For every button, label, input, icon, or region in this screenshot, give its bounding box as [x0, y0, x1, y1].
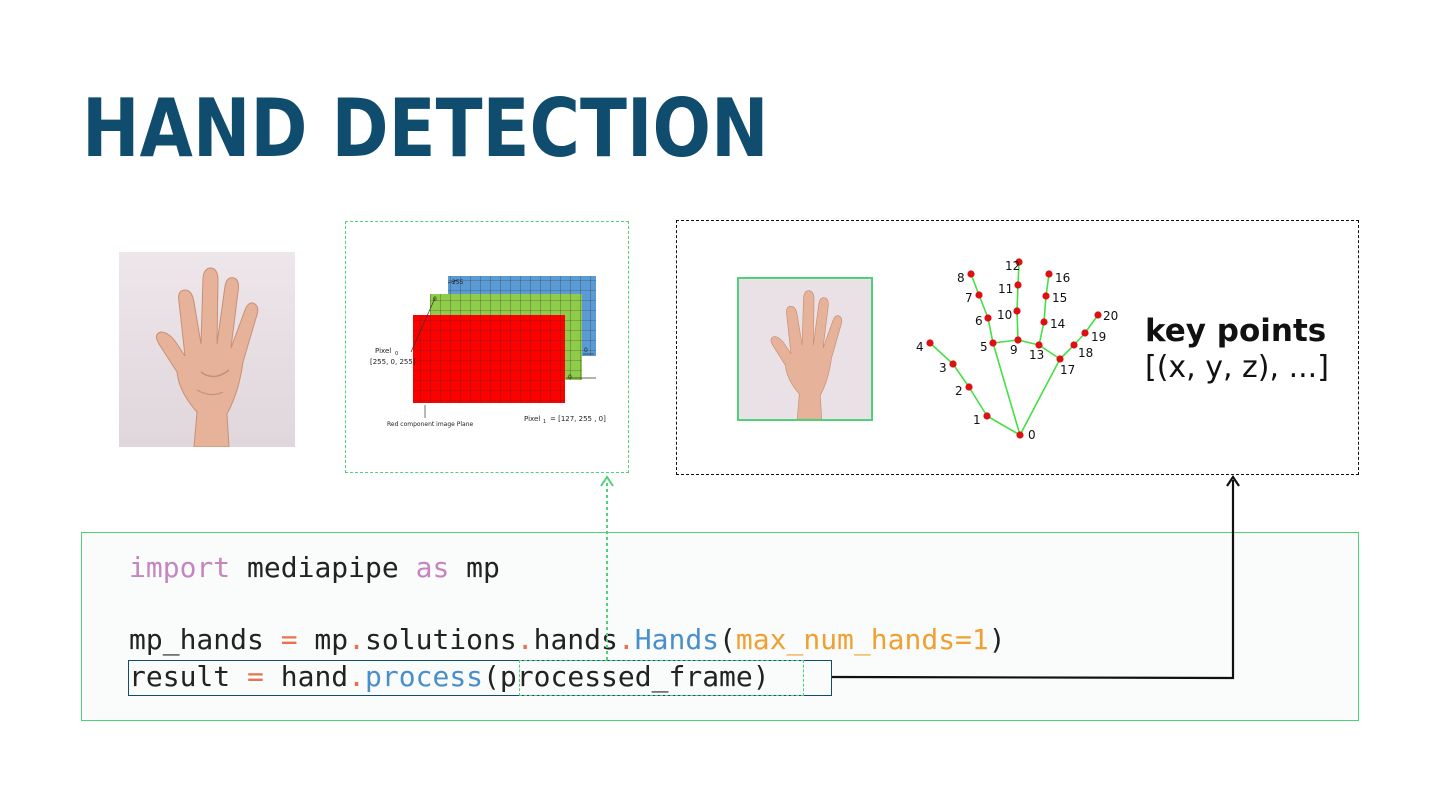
attr-hands: hands: [533, 623, 618, 656]
keypoints-title: key points: [1145, 313, 1327, 349]
code-line-hands: mp_hands = mp.solutions.hands.Hands(max_…: [129, 623, 1006, 657]
dot-operator: .: [348, 660, 366, 693]
processed-frame-highlight: [519, 660, 804, 696]
keypoints-format: [(x, y, z), ...]: [1145, 350, 1329, 385]
arg-max-num-hands: max_num_hands=1: [735, 623, 989, 656]
var-result: result: [129, 660, 248, 693]
obj-hand: hand: [263, 660, 349, 693]
code-line-import: import mediapipe as mp: [129, 551, 500, 585]
keypoints-label: key points [(x, y, z), ...]: [1145, 312, 1329, 386]
keyword-as: as: [415, 551, 450, 584]
rgb-planes-panel: [345, 221, 629, 473]
hand-thumbnail: [737, 277, 873, 421]
obj-mp: mp: [297, 623, 349, 656]
paren-close: ): [752, 660, 770, 693]
slide-title: HAND DETECTION: [82, 82, 769, 175]
dot-operator: .: [348, 623, 366, 656]
paren-open: (: [483, 660, 500, 693]
keyword-import: import: [129, 551, 231, 584]
module-name: mediapipe: [230, 551, 416, 584]
module-alias: mp: [449, 551, 500, 584]
code-line-result: result = hand.process(processed_frame): [129, 660, 770, 694]
keypoints-panel: [676, 220, 1359, 475]
hand-photo: [119, 252, 295, 447]
arg-processed-frame: processed_frame: [499, 660, 753, 693]
result-line-highlight: [128, 660, 832, 696]
paren-close: ): [988, 623, 1006, 656]
operator-assign: =: [280, 623, 298, 656]
dot-operator: .: [617, 623, 635, 656]
dot-operator: .: [516, 623, 534, 656]
method-process: process: [365, 660, 484, 693]
operator-assign: =: [247, 660, 264, 693]
paren-open: (: [719, 623, 736, 656]
var-mp-hands: mp_hands: [129, 623, 281, 656]
attr-solutions: solutions: [365, 623, 517, 656]
class-hands: Hands: [634, 623, 720, 656]
